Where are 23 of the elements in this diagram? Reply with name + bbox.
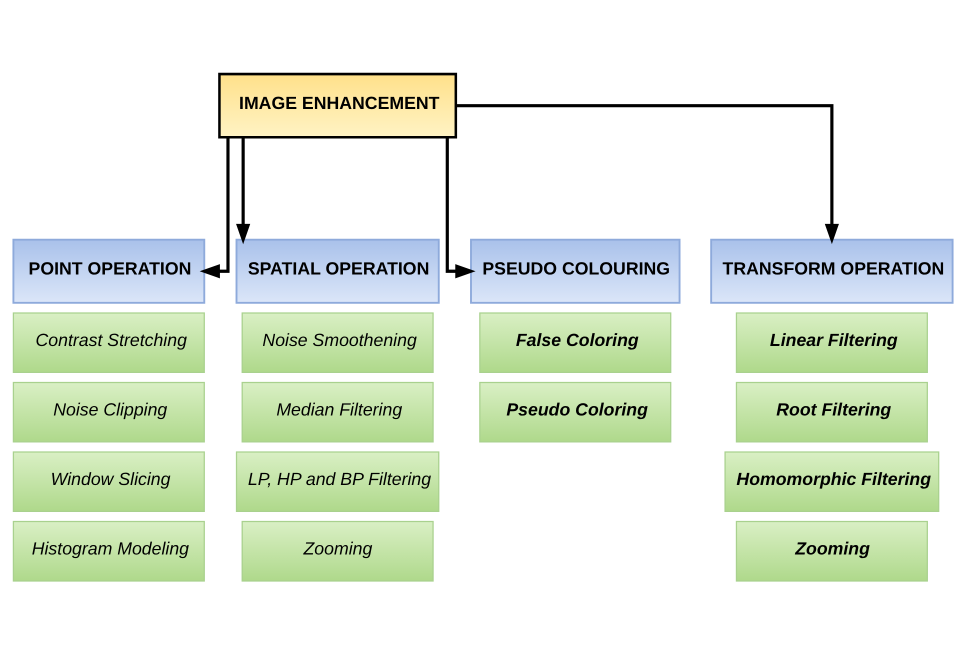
node-box: Pseudo Coloring [479,382,672,443]
arrow [236,138,250,244]
node-box: Noise Smoothening [242,312,434,373]
node-box: PSEUDO COLOURING [470,238,680,304]
node-box: False Coloring [479,312,672,373]
node-box: Zooming [736,520,928,582]
node-box: LP, HP and BP Filtering [236,451,440,512]
node-box: Linear Filtering [736,312,928,373]
node-box: POINT OPERATION [12,238,206,304]
arrow [200,138,230,278]
node-box: Homomorphic Filtering [724,451,940,512]
node-box: Median Filtering [242,382,434,443]
node-box: Contrast Stretching [12,312,205,373]
node-box: Zooming [242,520,434,582]
arrow [446,138,476,278]
node-box: SPATIAL OPERATION [236,238,440,304]
node-box: TRANSFORM OPERATION [710,238,954,304]
node-box: Histogram Modeling [12,520,205,582]
arrow [456,104,839,244]
node-box: Root Filtering [736,382,928,443]
node-box: Noise Clipping [12,382,205,443]
node-box: Window Slicing [12,451,205,512]
node-box: IMAGE ENHANCEMENT [218,72,458,139]
